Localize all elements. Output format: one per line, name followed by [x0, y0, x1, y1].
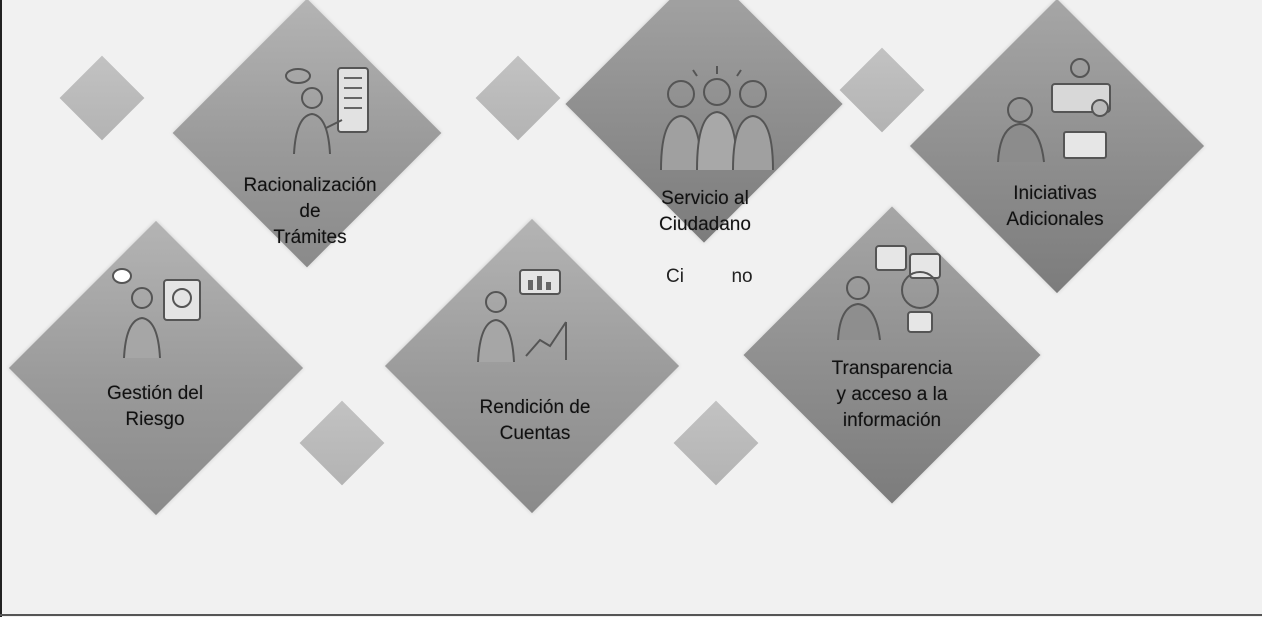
frame-left-border	[0, 0, 2, 617]
label-line: de	[299, 201, 321, 222]
person-presentation-icon	[108, 262, 208, 362]
label-line: Servicio al	[661, 188, 749, 209]
deco-diamond	[299, 400, 385, 486]
label-line: información	[842, 410, 942, 431]
deco-diamond	[839, 47, 925, 133]
label-line: Adicionales	[1006, 209, 1104, 230]
deco-diamond	[475, 55, 561, 141]
label-line: Transparencia	[831, 358, 953, 379]
label-line: y acceso a la	[836, 384, 948, 405]
label-line: Riesgo	[125, 409, 185, 430]
label-iniciativas-adicionales: Iniciativas Adicionales	[990, 181, 1120, 233]
label-rendicion-de-cuentas: Rendición de Cuentas	[460, 395, 610, 447]
group-of-people-icon	[653, 62, 783, 172]
person-growth-chart-icon	[470, 264, 580, 364]
overlapping-text: Ci no	[666, 266, 753, 287]
label-line: Gestión del	[106, 383, 204, 404]
label-line: Trámites	[273, 227, 347, 248]
label-servicio-al-ciudadano: Servicio al Ciudadano	[640, 186, 770, 238]
label-line: Ciudadano	[659, 214, 751, 235]
person-laptop-idea-icon	[990, 52, 1120, 164]
label-line: Racionalización	[243, 175, 377, 196]
frame-bottom-border	[0, 614, 1262, 616]
label-line: Iniciativas	[1013, 183, 1097, 204]
person-document-icon	[278, 62, 388, 158]
label-gestion-del-riesgo: Gestión del Riesgo	[90, 381, 220, 433]
label-line: Rendición de	[479, 397, 591, 418]
deco-diamond	[59, 55, 145, 141]
label-line: Cuentas	[499, 423, 571, 444]
person-profiles-icon	[830, 240, 960, 340]
label-transparencia-y-acceso: Transparencia y acceso a la información	[817, 356, 967, 434]
deco-diamond	[673, 400, 759, 486]
label-racionalizacion-de-tramites: Racionalización de Trámites	[240, 173, 380, 251]
